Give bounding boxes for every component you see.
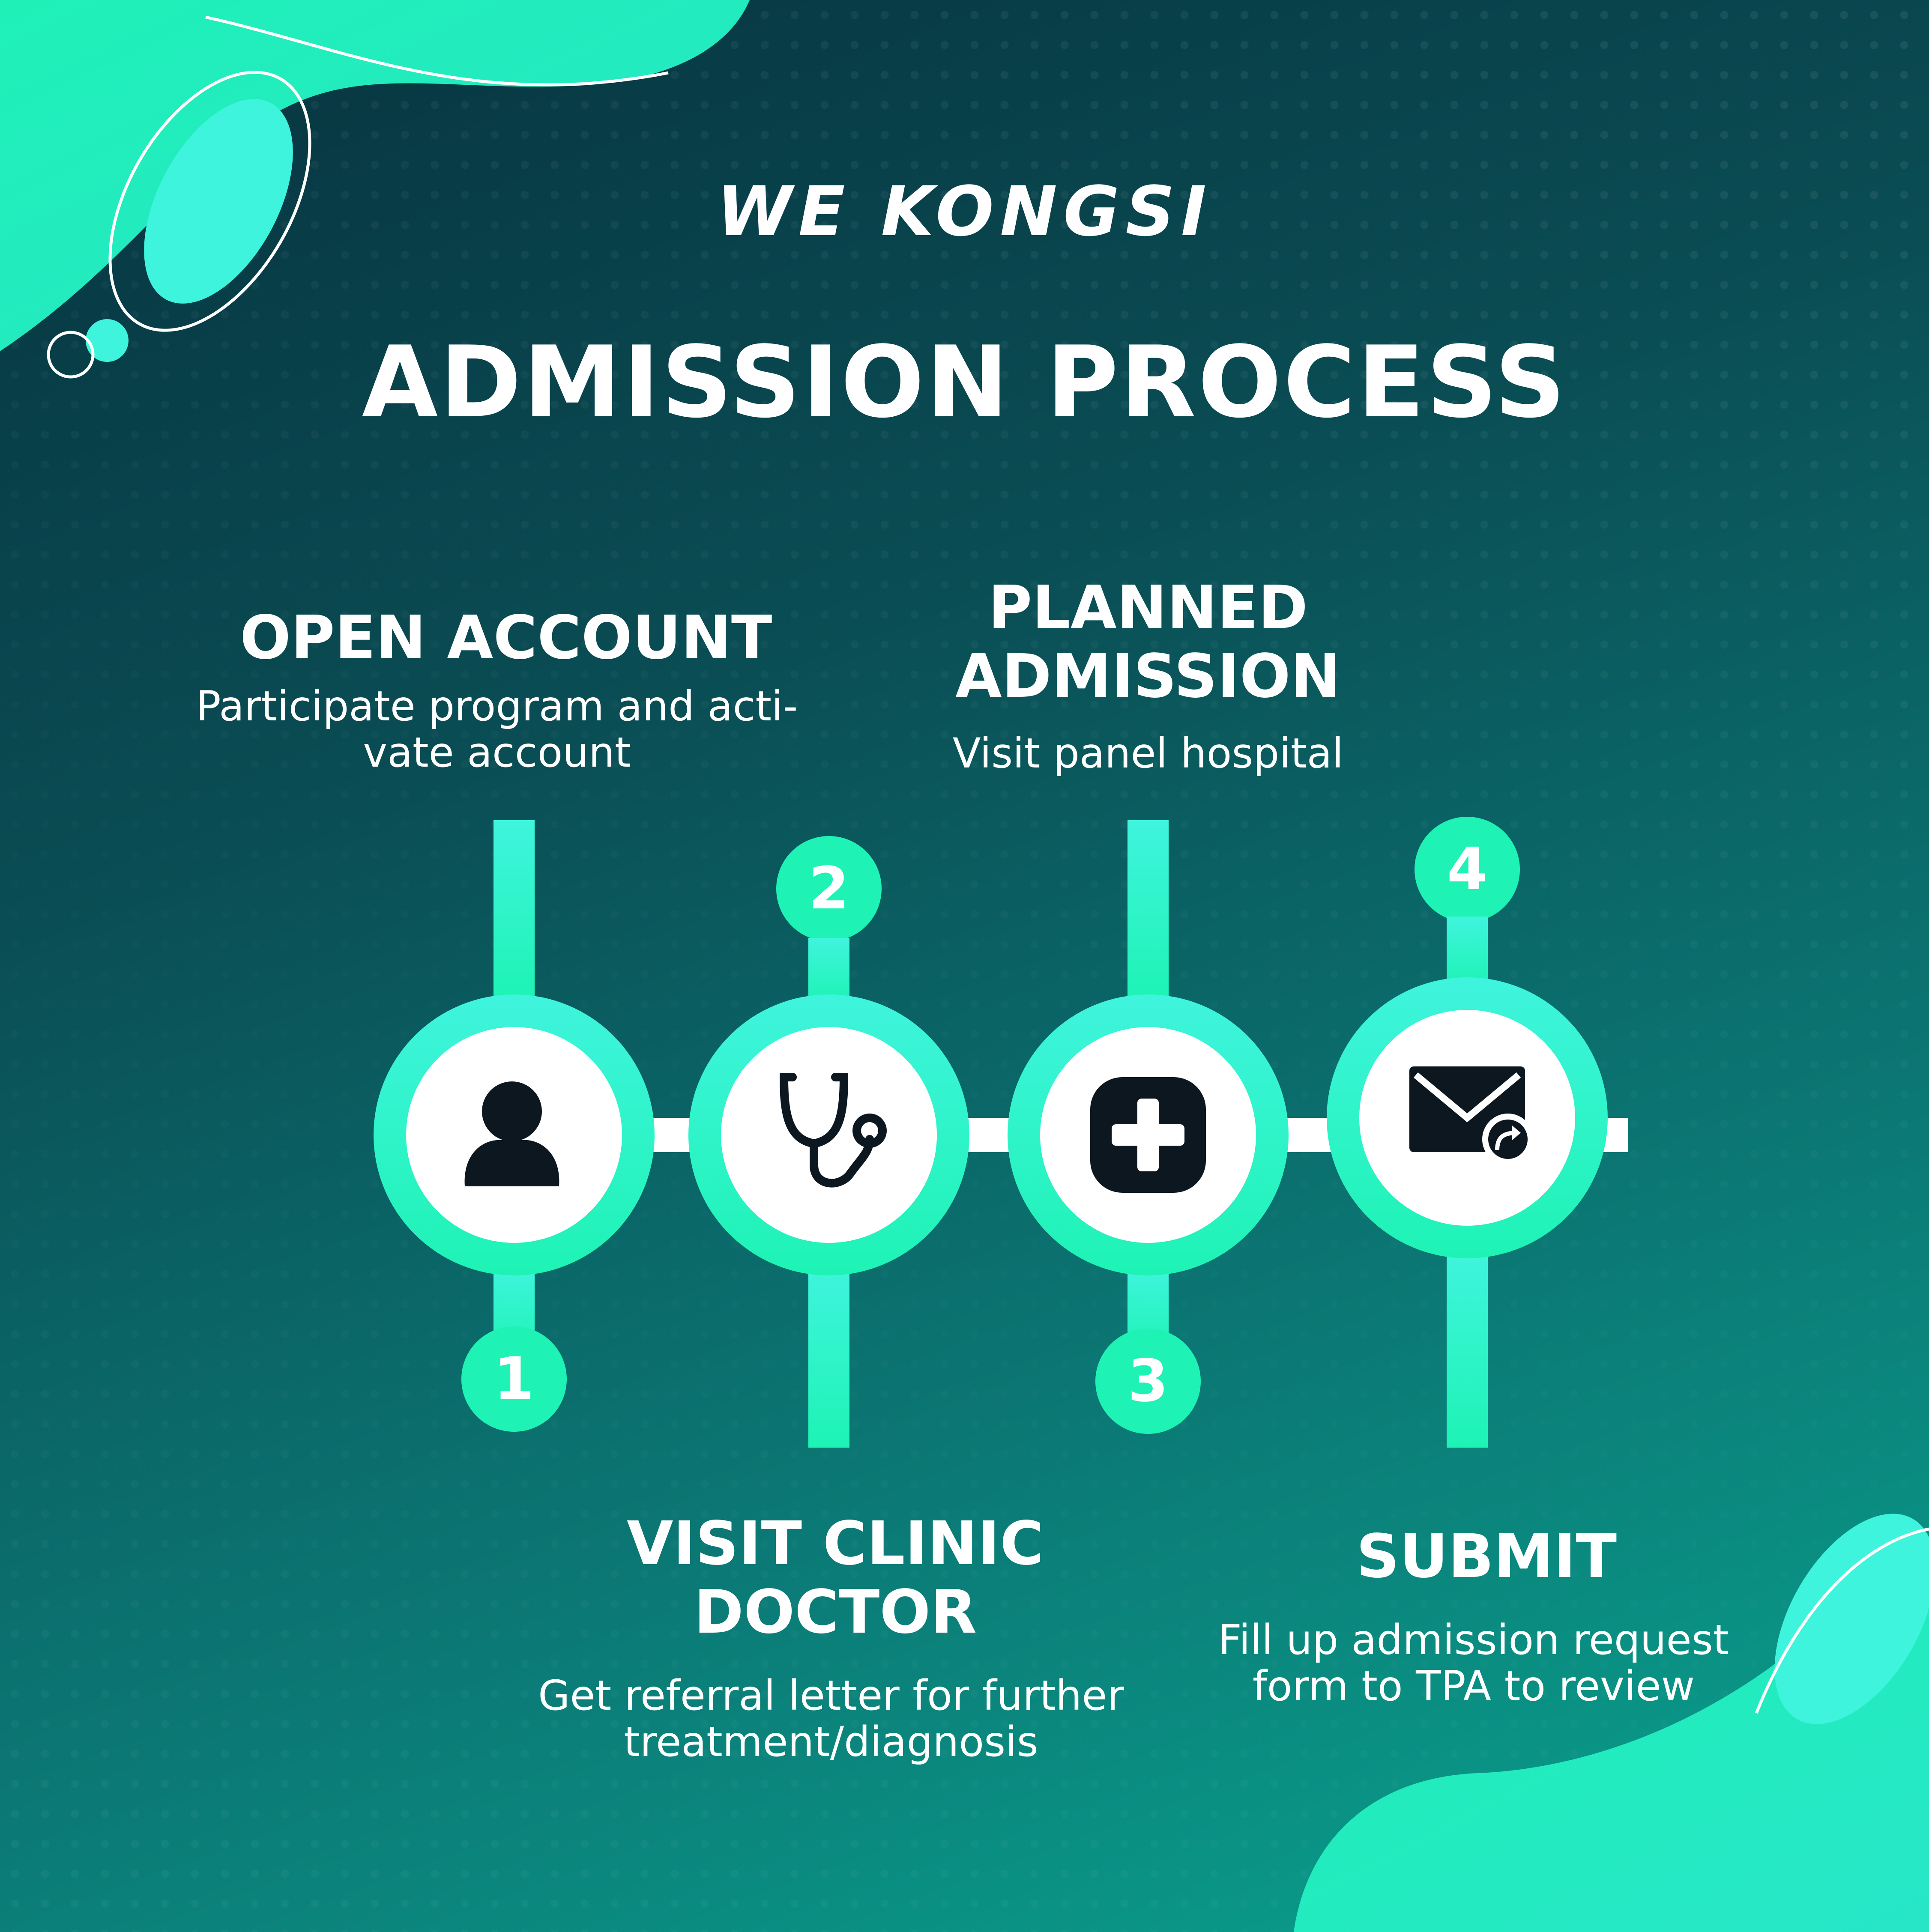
step-4-title: SUBMIT xyxy=(1356,1522,1617,1592)
step-4-description-line: Fill up admission request xyxy=(1218,1616,1729,1664)
step-2-title-line: DOCTOR xyxy=(694,1577,977,1647)
step-1-description-line: vate account xyxy=(363,729,631,776)
person-icon xyxy=(464,1081,559,1186)
step-2-description: Get referral letter for further treatmen… xyxy=(505,1672,1157,1765)
step-1-description-line: Participate program and acti- xyxy=(196,682,798,730)
step-3-title-line: ADMISSION xyxy=(955,642,1341,711)
step-2-node xyxy=(688,836,969,1448)
step-2-description-line: treatment/diagnosis xyxy=(624,1718,1038,1766)
step-2-number: 2 xyxy=(808,855,849,923)
step-4-description-line: form to TPA to review xyxy=(1252,1662,1695,1710)
step-1-number: 1 xyxy=(493,1345,535,1413)
step-3-description-line: Visit panel hospital xyxy=(952,729,1344,777)
step-3-number: 3 xyxy=(1127,1347,1169,1415)
step-4-number: 4 xyxy=(1447,836,1488,903)
step-1-description: Participate program and acti- vate accou… xyxy=(171,683,822,776)
step-1-node xyxy=(374,820,655,1432)
step-2-description-line: Get referral letter for further xyxy=(538,1672,1124,1720)
page-title: ADMISSION PROCESS xyxy=(362,325,1567,440)
medical-cross-icon xyxy=(1090,1077,1206,1193)
step-4-node xyxy=(1327,817,1608,1448)
step-3-node xyxy=(1008,820,1289,1434)
step-3-description: Visit panel hospital xyxy=(891,730,1405,776)
stethoscope-icon xyxy=(779,1073,887,1188)
step-3-title-line: PLANNED xyxy=(988,573,1308,643)
step-2-title: VISIT CLINIC DOCTOR xyxy=(578,1510,1092,1647)
step-1-title: OPEN ACCOUNT xyxy=(240,603,772,673)
brand-logo: WE KONGSI xyxy=(716,171,1213,251)
step-3-title: PLANNED ADMISSION xyxy=(891,574,1405,711)
mail-forward-icon xyxy=(1409,1066,1534,1165)
step-4-description: Fill up admission request form to TPA to… xyxy=(1148,1617,1799,1709)
step-2-title-line: VISIT CLINIC xyxy=(627,1509,1044,1579)
